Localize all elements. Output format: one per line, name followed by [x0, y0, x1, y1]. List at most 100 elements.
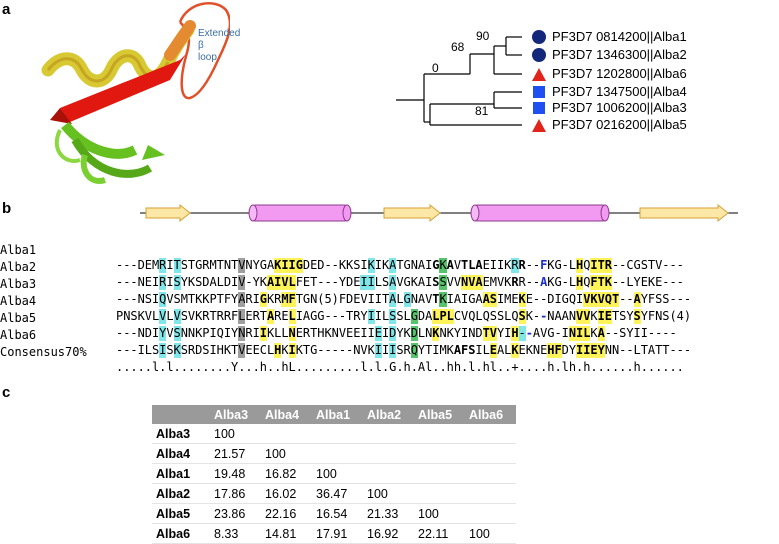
- residue: K: [525, 343, 533, 357]
- residue: I: [461, 292, 469, 306]
- residue: A: [417, 258, 426, 272]
- panel-label-b: b: [2, 200, 12, 217]
- residue: 5: [324, 292, 332, 306]
- residue: K: [223, 343, 232, 357]
- residue: R: [216, 309, 224, 323]
- residue: G: [547, 326, 555, 340]
- residue: -: [116, 343, 124, 357]
- residue: .: [676, 360, 684, 374]
- residue: .: [252, 360, 260, 374]
- residue: A: [266, 258, 275, 272]
- residue: Y: [640, 309, 648, 323]
- residue: 4: [676, 309, 684, 323]
- residue: K: [446, 343, 454, 357]
- residue: -: [324, 309, 332, 323]
- annotation-line-2: loop: [198, 52, 217, 63]
- residue: G: [310, 309, 318, 323]
- residue: K: [446, 326, 454, 340]
- residue: K: [432, 326, 440, 341]
- residue: D: [144, 326, 152, 340]
- table-cell: [312, 424, 363, 444]
- column-header: Alba3: [210, 405, 261, 424]
- residue: I: [367, 275, 375, 290]
- residue: D: [547, 292, 555, 306]
- residue: h: [453, 360, 462, 374]
- residue: L: [144, 343, 152, 357]
- residue: V: [360, 292, 368, 306]
- residue: I: [590, 258, 598, 273]
- residue: N: [238, 326, 246, 341]
- residue: -: [611, 258, 620, 272]
- residue: A: [417, 292, 426, 306]
- residue: S: [489, 292, 497, 307]
- column-header: Alba6: [465, 405, 516, 424]
- residue: L: [281, 326, 289, 340]
- residue: A: [540, 275, 548, 289]
- residue: -: [116, 292, 124, 306]
- residue: N: [410, 258, 418, 272]
- residue: A: [482, 292, 490, 307]
- table-cell: 19.48: [210, 463, 261, 484]
- residue: H: [317, 326, 325, 340]
- residue: I: [259, 326, 267, 341]
- residue: V: [453, 258, 462, 272]
- residue: I: [151, 326, 160, 340]
- residue: I: [374, 309, 382, 323]
- residue: L: [626, 275, 634, 289]
- residue: -: [123, 343, 131, 357]
- residue: L: [288, 275, 296, 290]
- sequence-name: Alba2: [0, 260, 37, 274]
- residue: G: [389, 360, 397, 374]
- residue: K: [195, 309, 203, 323]
- residue: I: [576, 343, 584, 358]
- residue: Y: [633, 275, 641, 289]
- residue: -: [626, 292, 634, 306]
- residue: S: [202, 343, 210, 357]
- bootstrap-0: 0: [432, 61, 439, 75]
- table-cell: [261, 424, 312, 444]
- residue: H: [547, 343, 555, 358]
- residue: D: [410, 326, 418, 341]
- sequence-name: Alba4: [0, 294, 37, 308]
- residue: -: [123, 275, 131, 289]
- table-cell: [465, 424, 516, 444]
- tree-tip-alba2: PF3D7 1346300||Alba2: [532, 47, 687, 63]
- residue: E: [353, 326, 361, 340]
- residue: L: [238, 309, 246, 324]
- residue: -: [331, 309, 339, 323]
- residue: S: [655, 292, 663, 306]
- residue: V: [453, 275, 462, 289]
- residue: -: [619, 343, 627, 357]
- residue: D: [223, 275, 232, 289]
- residue: S: [173, 326, 181, 341]
- residue: K: [324, 326, 332, 340]
- column-header: Alba1: [312, 405, 363, 424]
- residue: (: [669, 309, 677, 323]
- green-strands: [54, 121, 165, 184]
- residue: I: [252, 326, 260, 340]
- residue: -: [338, 309, 347, 323]
- residue: L: [432, 309, 440, 324]
- residue: E: [144, 258, 152, 272]
- residue: C: [626, 258, 634, 272]
- residue: Y: [252, 258, 260, 272]
- strand-arrow-1: [145, 203, 191, 223]
- residue: M: [281, 292, 289, 307]
- residue: -: [130, 275, 138, 289]
- residue: V: [159, 309, 167, 324]
- residue: I: [389, 343, 397, 358]
- residue: V: [597, 292, 605, 307]
- residue: A: [389, 292, 397, 307]
- residue: .: [123, 360, 131, 374]
- residue: K: [173, 343, 181, 358]
- residue: .: [611, 360, 620, 374]
- alignment-row-alba2: Alba2 ---NEIRISYKSDALDIV-YKAIVLFET---YDE…: [0, 245, 684, 290]
- residue: l: [561, 360, 569, 374]
- residue: E: [590, 343, 598, 358]
- residue: E: [640, 275, 648, 289]
- residue: K: [647, 275, 656, 289]
- residue: S: [432, 275, 440, 289]
- tip-label: PF3D7 1202800||Alba6: [552, 66, 687, 81]
- residue: S: [439, 275, 447, 290]
- residue: N: [137, 326, 145, 340]
